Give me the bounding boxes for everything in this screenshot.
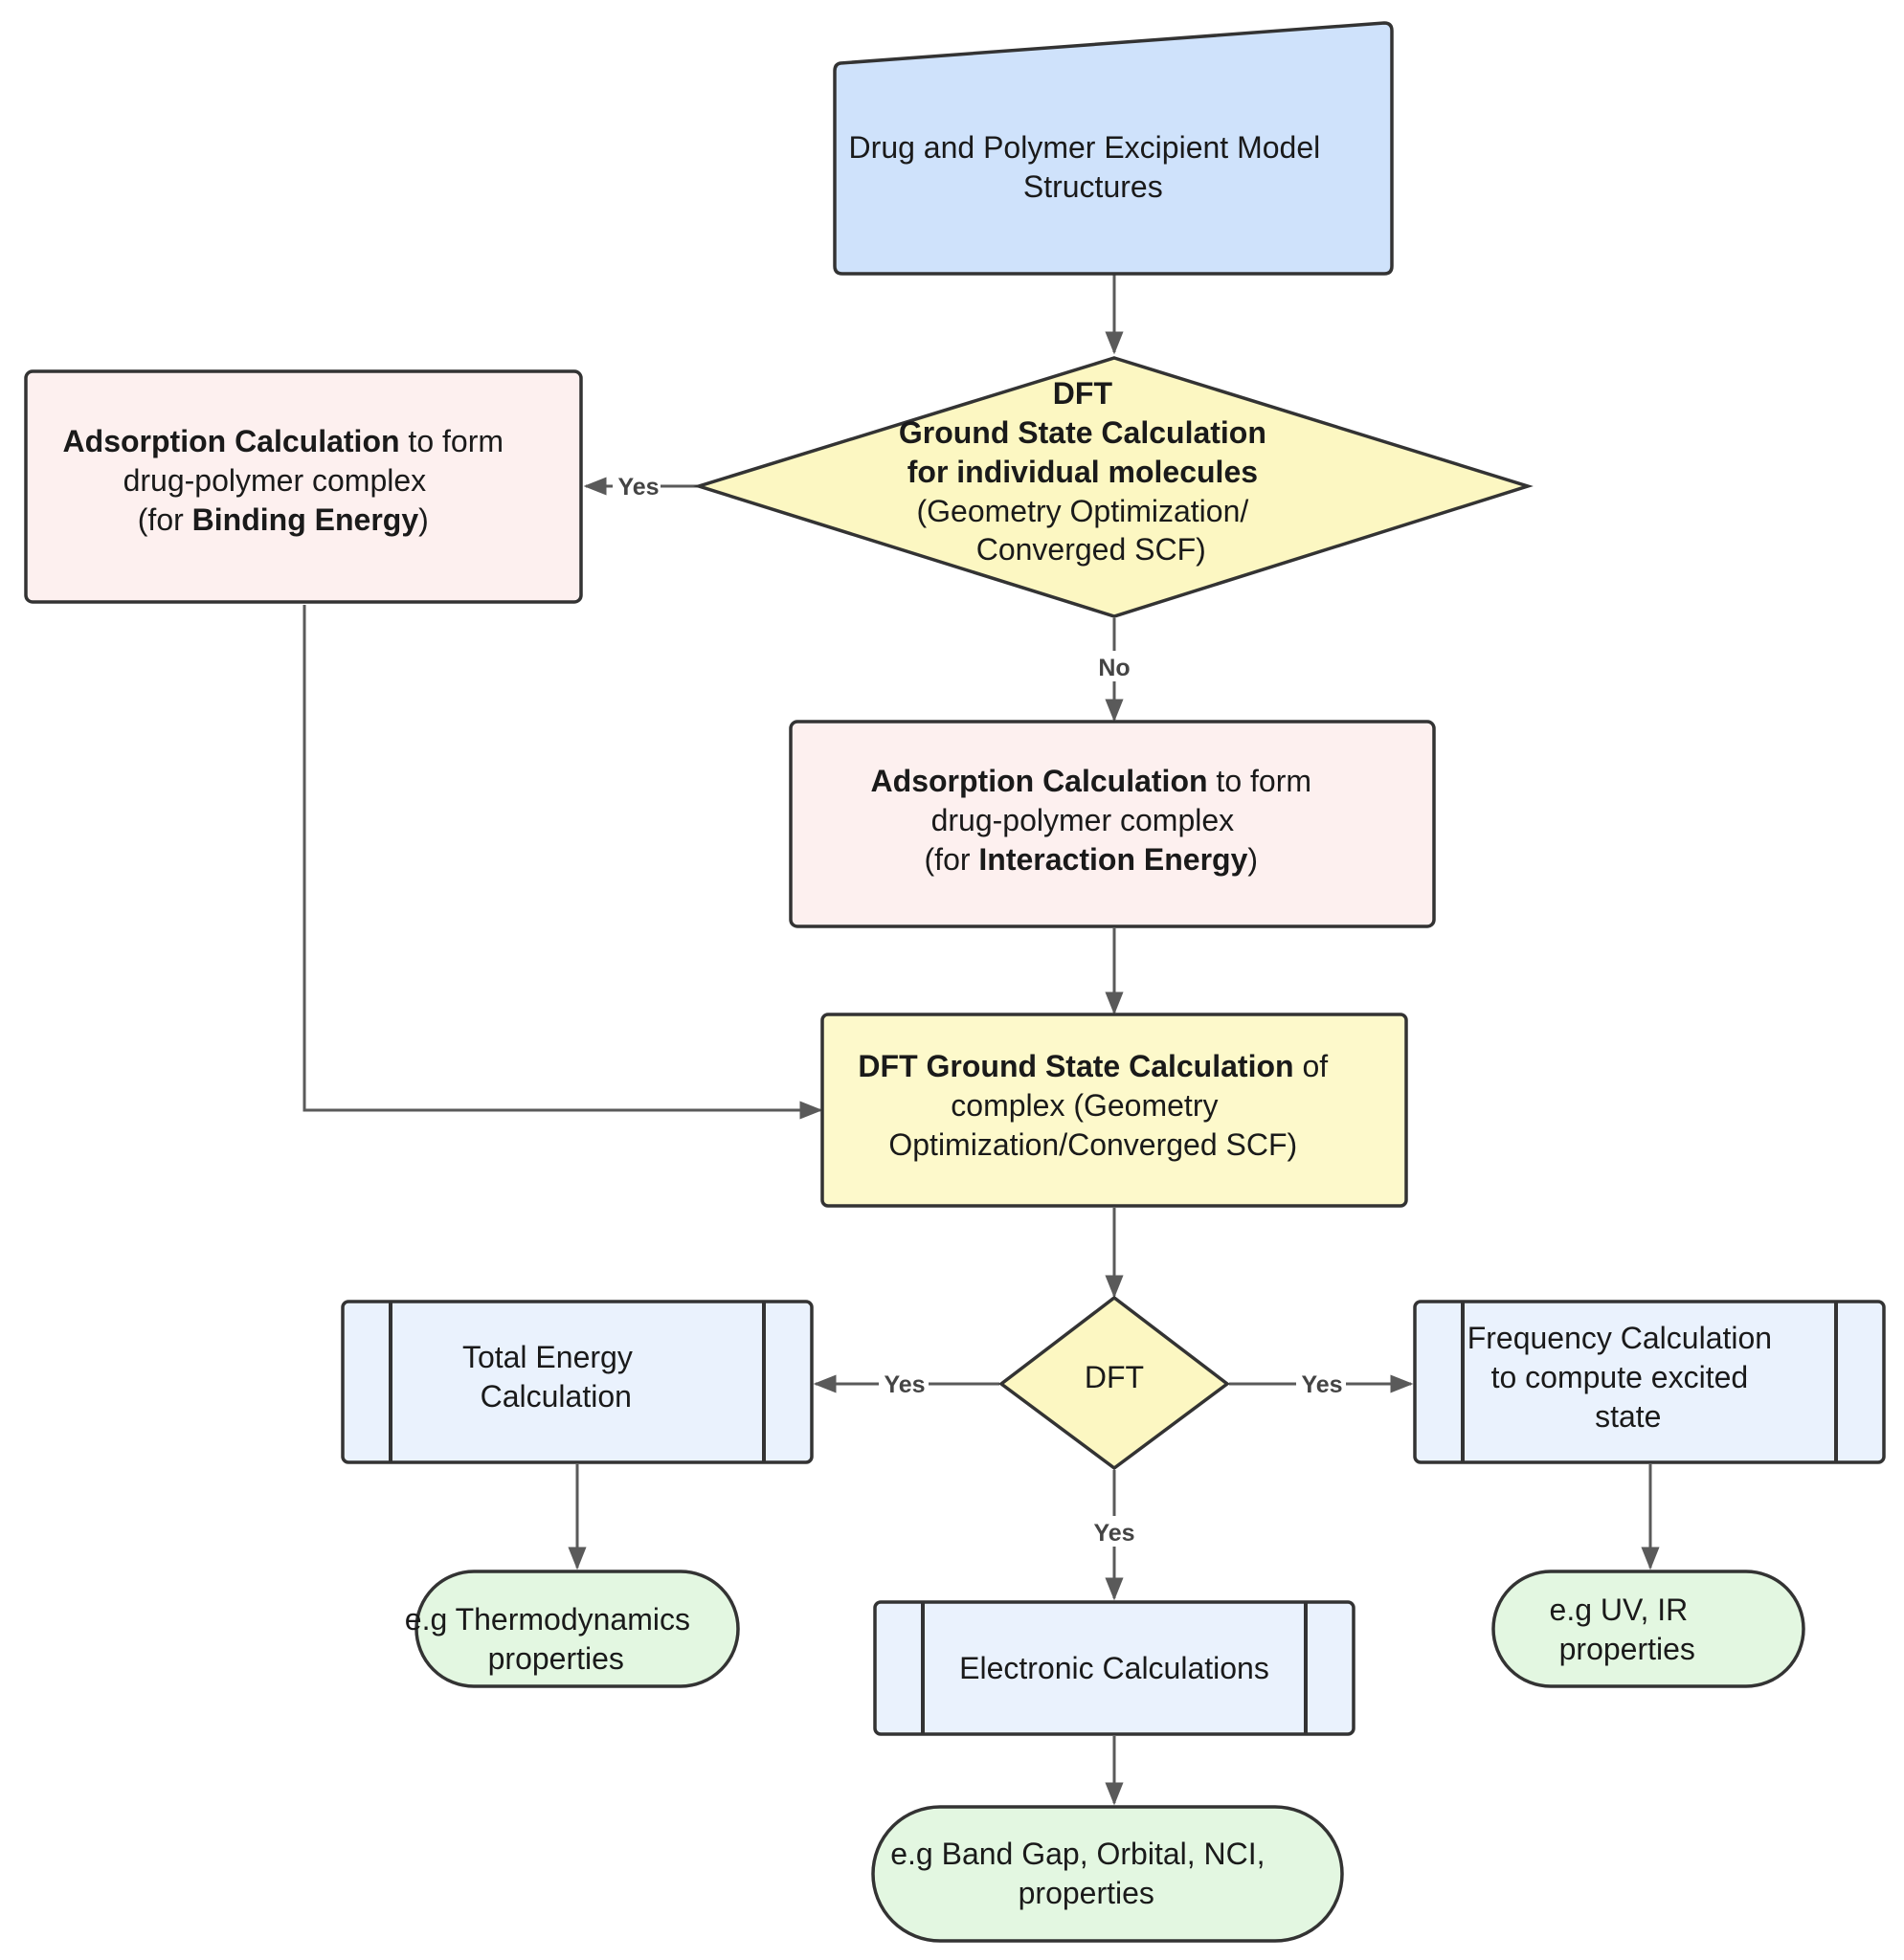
complex-line-1-rest: of (1294, 1049, 1329, 1083)
node-decision-dft: DFT (998, 1295, 1230, 1471)
node-adsorption-binding: Adsorption Calculation to form drug-poly… (0, 0, 622, 604)
node-frequency: Frequency Calculation to compute excited… (1413, 1300, 1886, 1464)
binding-line-3-pre: (for (138, 502, 192, 537)
interaction-line-3-bold: Interaction Energy (978, 842, 1247, 877)
thermo-line-2: properties (488, 1641, 624, 1676)
edge-label-yes-electronic: Yes (1093, 1520, 1134, 1547)
interaction-line-3-pre: (for (925, 842, 979, 877)
input-shape (833, 21, 1394, 276)
interaction-line-1-rest: to form (1208, 764, 1311, 798)
edge-binding-to-complex (302, 605, 823, 1120)
interaction-line-1-bold: Adsorption Calculation (871, 764, 1208, 798)
svg-text:Adsorption Calculation to form: Adsorption Calculation to form drug-poly… (0, 0, 622, 537)
edge-label-yes-frequency: Yes (1301, 1371, 1342, 1398)
node-ground-state-complex: DFT Ground State Calculation of complex … (0, 0, 1447, 1208)
dft-label: DFT (1085, 1360, 1144, 1394)
svg-text:Frequency Calculation to: Frequency Calculation to compute excited… (1467, 1321, 1772, 1434)
electronic-label: Electronic Calculations (959, 1651, 1269, 1685)
node-input-structures: Drug and Polymer Excipient Model Structu… (0, 0, 1394, 276)
decision-diamond (693, 356, 1534, 618)
uv-line-2: properties (1559, 1632, 1695, 1666)
edge-label-yes-binding: Yes (617, 474, 659, 501)
svg-text:Total Energy Calculation: Total Energy Calculation (0, 0, 692, 1414)
interaction-line-2: drug-polymer complex (931, 803, 1235, 837)
uv-line-1: e.g UV, IR (1550, 1592, 1689, 1627)
node-decision-ground-state: DFT Ground State Calculation for individ… (0, 0, 1534, 618)
edge-label-no-interaction: No (1098, 655, 1130, 681)
decision-line-2: Ground State Calculation (899, 415, 1266, 450)
frequency-line-2: to compute excited (1491, 1360, 1749, 1394)
complex-line-1-bold: DFT Ground State Calculation (858, 1049, 1293, 1083)
frequency-box (1413, 1300, 1886, 1464)
svg-text:e.g UV, IR properties: e.g UV, IR properties (1550, 1592, 1695, 1666)
band-terminal (871, 1805, 1344, 1943)
binding-line-3-bold: Binding Energy (192, 502, 419, 537)
node-adsorption-interaction: Adsorption Calculation to form drug-poly… (0, 0, 1436, 928)
connectors: Yes No Yes Yes Yes (302, 274, 1660, 1806)
frequency-line-1: Frequency Calculation (1467, 1321, 1772, 1355)
svg-text:DFT Ground State Calculation o: DFT Ground State Calculation of complex … (0, 0, 1447, 1162)
svg-text:Drug and Polymer Excipient Mod: Drug and Polymer Excipient Model Structu… (0, 0, 1379, 204)
svg-text:DFT Ground State Calcula: DFT Ground State Calculation for individ… (0, 0, 1326, 567)
svg-text:e.g Band Gap, Orbital, NCI,: e.g Band Gap, Orbital, NCI, properties (890, 1837, 1265, 1910)
svg-text:Adsorption Calculation to form: Adsorption Calculation to form drug-poly… (0, 0, 1430, 877)
total-energy-box (341, 1300, 814, 1464)
electronic-box (873, 1600, 1355, 1736)
node-total-energy: Total Energy Calculation (0, 0, 814, 1464)
binding-line-2: drug-polymer complex (123, 463, 427, 498)
edge-label-yes-total-energy: Yes (884, 1371, 925, 1398)
decision-line-3: for individual molecules (907, 455, 1258, 489)
complex-line-2: complex (Geometry (951, 1088, 1218, 1123)
node-electronic: Electronic Calculations (873, 1600, 1355, 1736)
node-thermo-output: e.g Thermodynamics properties (0, 0, 750, 1688)
thermo-line-1: e.g Thermodynamics (405, 1602, 690, 1637)
binding-line-3-post: ) (418, 502, 429, 537)
decision-line-4: (Geometry Optimization/ (917, 494, 1249, 528)
frequency-line-3: state (1595, 1399, 1661, 1434)
interaction-box (789, 720, 1436, 928)
input-line-1: Drug and Polymer Excipient Model (849, 130, 1321, 165)
binding-line-1-bold: Adsorption Calculation (63, 424, 400, 458)
input-line-2: Structures (1023, 169, 1163, 204)
band-line-1: e.g Band Gap, Orbital, NCI, (890, 1837, 1265, 1871)
complex-line-3: Optimization/Converged SCF) (888, 1127, 1297, 1162)
binding-line-1-rest: to form (400, 424, 504, 458)
node-band-output: e.g Band Gap, Orbital, NCI, properties (871, 1805, 1344, 1943)
interaction-line-3-post: ) (1247, 842, 1258, 877)
uv-terminal (1491, 1570, 1805, 1688)
decision-line-5: Converged SCF) (976, 532, 1206, 567)
thermo-terminal (414, 1570, 740, 1688)
band-line-2: properties (1019, 1876, 1154, 1910)
svg-text:e.g Thermodynamics prope: e.g Thermodynamics properties (0, 0, 750, 1676)
dft-diamond (998, 1295, 1230, 1471)
total-energy-line-2: Calculation (481, 1379, 632, 1414)
node-uv-output: e.g UV, IR properties (1491, 1570, 1805, 1688)
decision-line-1: DFT (1053, 376, 1113, 411)
complex-box (820, 1013, 1408, 1208)
total-energy-line-1: Total Energy (462, 1340, 633, 1374)
binding-box (24, 369, 583, 604)
